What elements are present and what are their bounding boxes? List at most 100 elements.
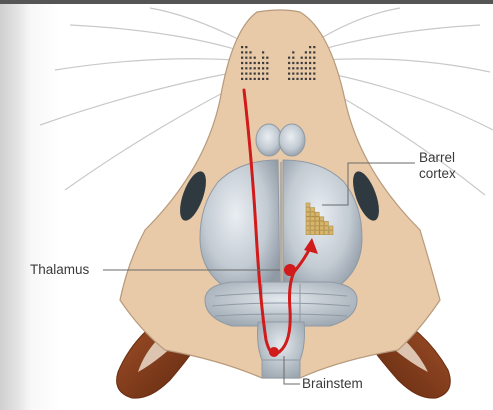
whisker-follicle-dot [301,62,303,64]
whisker-follicle-dot [245,51,247,53]
brainstem-label: Brainstem [302,376,363,392]
whisker-follicle-dot [305,67,307,69]
whisker-follicle-dot [309,78,311,80]
barrel [320,226,324,230]
whisker-follicle-dot [292,57,294,59]
whisker-follicle-dot [288,62,290,64]
barrel [311,208,315,212]
whisker-follicle-dot [262,73,264,75]
whisker-follicle-dot [241,51,243,53]
barrel [311,212,315,216]
whisker-follicle-dot [249,78,251,80]
whisker-follicle-dot [296,67,298,69]
whisker-follicle-dot [309,57,311,59]
whisker-follicle-dot [262,51,264,53]
whisker-follicle-dot [254,73,256,75]
right-olfactory-bulb [279,124,305,156]
whisker-follicle-dot [313,67,315,69]
whisker-follicle-dot [245,67,247,69]
whisker-follicle-dot [245,78,247,80]
barrel [306,203,310,207]
whisker-follicle-dot [305,78,307,80]
whisker-follicle-dot [301,73,303,75]
barrel [306,217,310,221]
whisker-follicle-dot [241,78,243,80]
whisker-follicle-dot [245,46,247,48]
barrel [315,231,319,235]
whisker-follicle-dot [258,62,260,64]
whisker-follicle-dot [296,78,298,80]
whisker-follicle-dot [241,73,243,75]
barrel [306,226,310,230]
whisker-follicle-dot [301,78,303,80]
whisker-follicle-dot [301,67,303,69]
whisker-follicle-dot [262,57,264,59]
barrel [315,217,319,221]
whisker-follicle-dot [292,62,294,64]
whisker-follicle-dot [305,51,307,53]
barrel [311,226,315,230]
barrel [311,217,315,221]
whisker-follicle-dot [301,57,303,59]
whisker-follicle-dot [249,73,251,75]
whisker-follicle-dot [288,78,290,80]
whisker-follicle-dot [245,62,247,64]
whisker-follicle-dot [288,67,290,69]
thalamus-node [284,264,296,276]
whisker-follicle-dot [254,78,256,80]
barrel [311,221,315,225]
whisker-follicle-dot [262,62,264,64]
barrel [306,231,310,235]
whisker-follicle-dot [288,57,290,59]
whisker-follicle-dot [254,57,256,59]
whisker-follicle-dot [249,57,251,59]
whisker-follicle-dot [249,62,251,64]
cerebellum [205,282,357,326]
whisker-follicle-dot [266,62,268,64]
whisker-follicle-dot [313,57,315,59]
barrel [315,226,319,230]
whisker-follicle-dot [241,62,243,64]
whisker-follicle-dot [313,51,315,53]
whisker-follicle-dot [292,73,294,75]
barrel [329,226,333,230]
barrel-cortex-label-line2: cortex [419,166,456,182]
whisker-follicle-dot [309,46,311,48]
whisker-follicle-dot [258,73,260,75]
barrel [320,221,324,225]
barrel [315,221,319,225]
whisker-follicle-dot [309,51,311,53]
whisker-follicle-dot [292,78,294,80]
whisker-follicle-dot [245,73,247,75]
whisker-follicle-dot [313,73,315,75]
whisker-follicle-dot [245,57,247,59]
whisker-follicle-dot [296,62,298,64]
whisker-follicle-dot [266,67,268,69]
whisker-follicle-dot [292,67,294,69]
thalamus-label: Thalamus [30,262,89,278]
whisker-follicle-dot [305,57,307,59]
whisker-follicle-dot [288,73,290,75]
whisker-follicle-dot [292,51,294,53]
whisker-follicle-dot [262,67,264,69]
whisker-follicle-dot [296,73,298,75]
barrel [324,221,328,225]
whisker-follicle-dot [266,57,268,59]
whisker-follicle-dot [309,73,311,75]
barrel [320,217,324,221]
barrel [320,231,324,235]
whisker-follicle-dot [254,62,256,64]
whisker-follicle-dot [309,67,311,69]
whisker-follicle-dot [262,78,264,80]
whisker-follicle-dot [313,78,315,80]
barrel [311,231,315,235]
whisker-follicle-dot [266,73,268,75]
whisker-follicle-dot [249,67,251,69]
barrel [306,208,310,212]
whisker-follicle-dot [309,62,311,64]
barrel [315,212,319,216]
barrel [306,221,310,225]
whisker-follicle-dot [305,73,307,75]
